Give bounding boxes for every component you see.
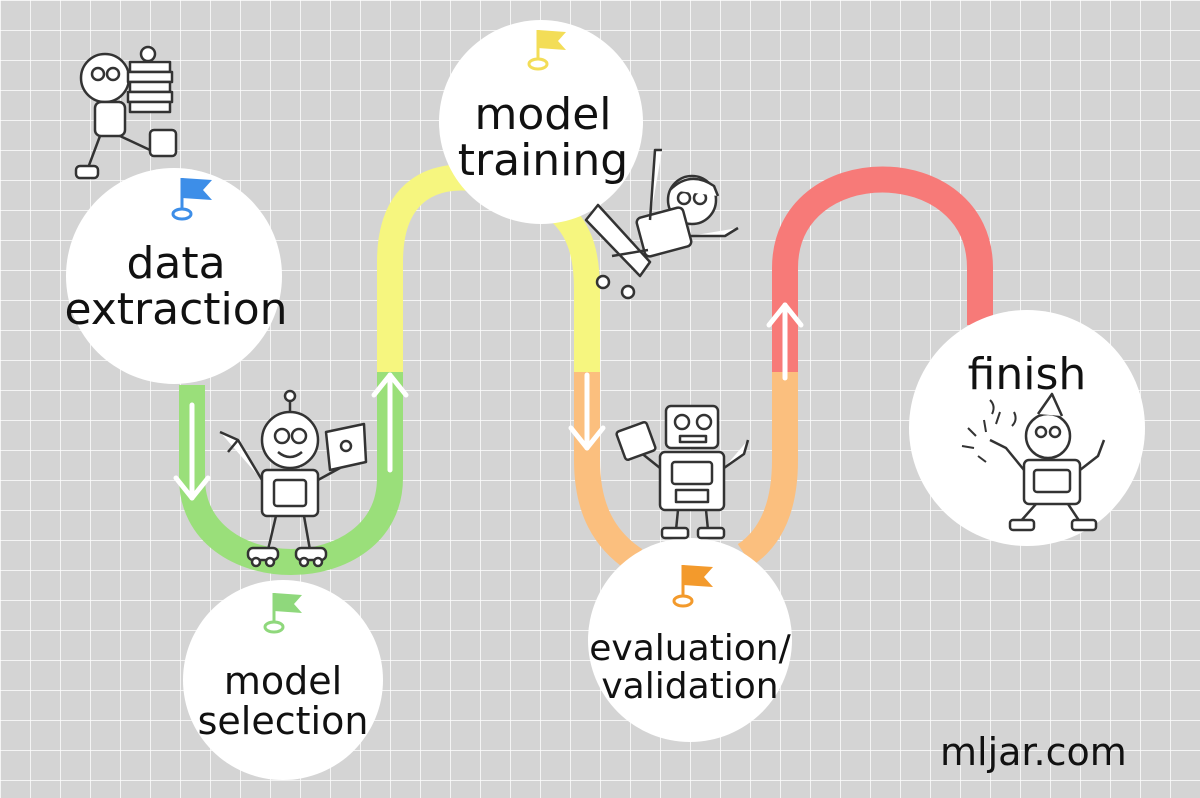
stage-label-line: selection xyxy=(197,699,369,743)
stage-circle-model-training xyxy=(439,20,643,224)
path-segment-red xyxy=(772,166,993,372)
robot-with-laptop-icon xyxy=(219,389,368,568)
robot-with-toolbox-icon xyxy=(615,404,750,540)
robot-carrying-books-icon xyxy=(74,45,178,180)
stage-label-evaluation-validation: evaluation/ validation xyxy=(589,630,790,706)
stage-circle-evaluation-validation xyxy=(588,538,792,742)
stage-label-line: model xyxy=(223,659,343,704)
stage-label-line: model xyxy=(474,88,612,140)
stage-label-finish: finish xyxy=(967,348,1087,400)
arrow-up-icon xyxy=(371,372,409,473)
stage-label-line: data xyxy=(126,237,226,289)
stage-label-line: extraction xyxy=(64,284,288,335)
stage-label-model-selection: model selection xyxy=(197,659,369,743)
stage-label-line: evaluation/ xyxy=(589,628,791,670)
direction-arrows xyxy=(173,302,804,501)
stage-circles xyxy=(66,20,1145,780)
flag-icon xyxy=(527,30,566,71)
stage-circle-model-selection xyxy=(183,580,383,780)
path-segment-orange xyxy=(574,372,798,571)
stage-label-model-training: model training xyxy=(457,88,629,186)
arrow-up-icon xyxy=(766,302,804,381)
flag-icon xyxy=(171,178,212,221)
flag-icon xyxy=(263,593,302,634)
stage-label-data-extraction: data extraction xyxy=(64,237,288,335)
flag-icon xyxy=(672,565,713,608)
stage-circle-data-extraction xyxy=(66,168,282,384)
robot-celebrating-icon xyxy=(961,392,1106,532)
brand-watermark: mljar.com xyxy=(940,730,1127,774)
stage-label-line: training xyxy=(457,135,629,186)
stage-label-line: finish xyxy=(967,348,1087,400)
arrow-down-icon xyxy=(173,402,211,501)
robot-on-skateboard-icon xyxy=(584,148,739,300)
path-segment-green xyxy=(179,372,403,575)
arrow-down-icon xyxy=(568,372,606,451)
stage-label-line: validation xyxy=(601,666,779,707)
